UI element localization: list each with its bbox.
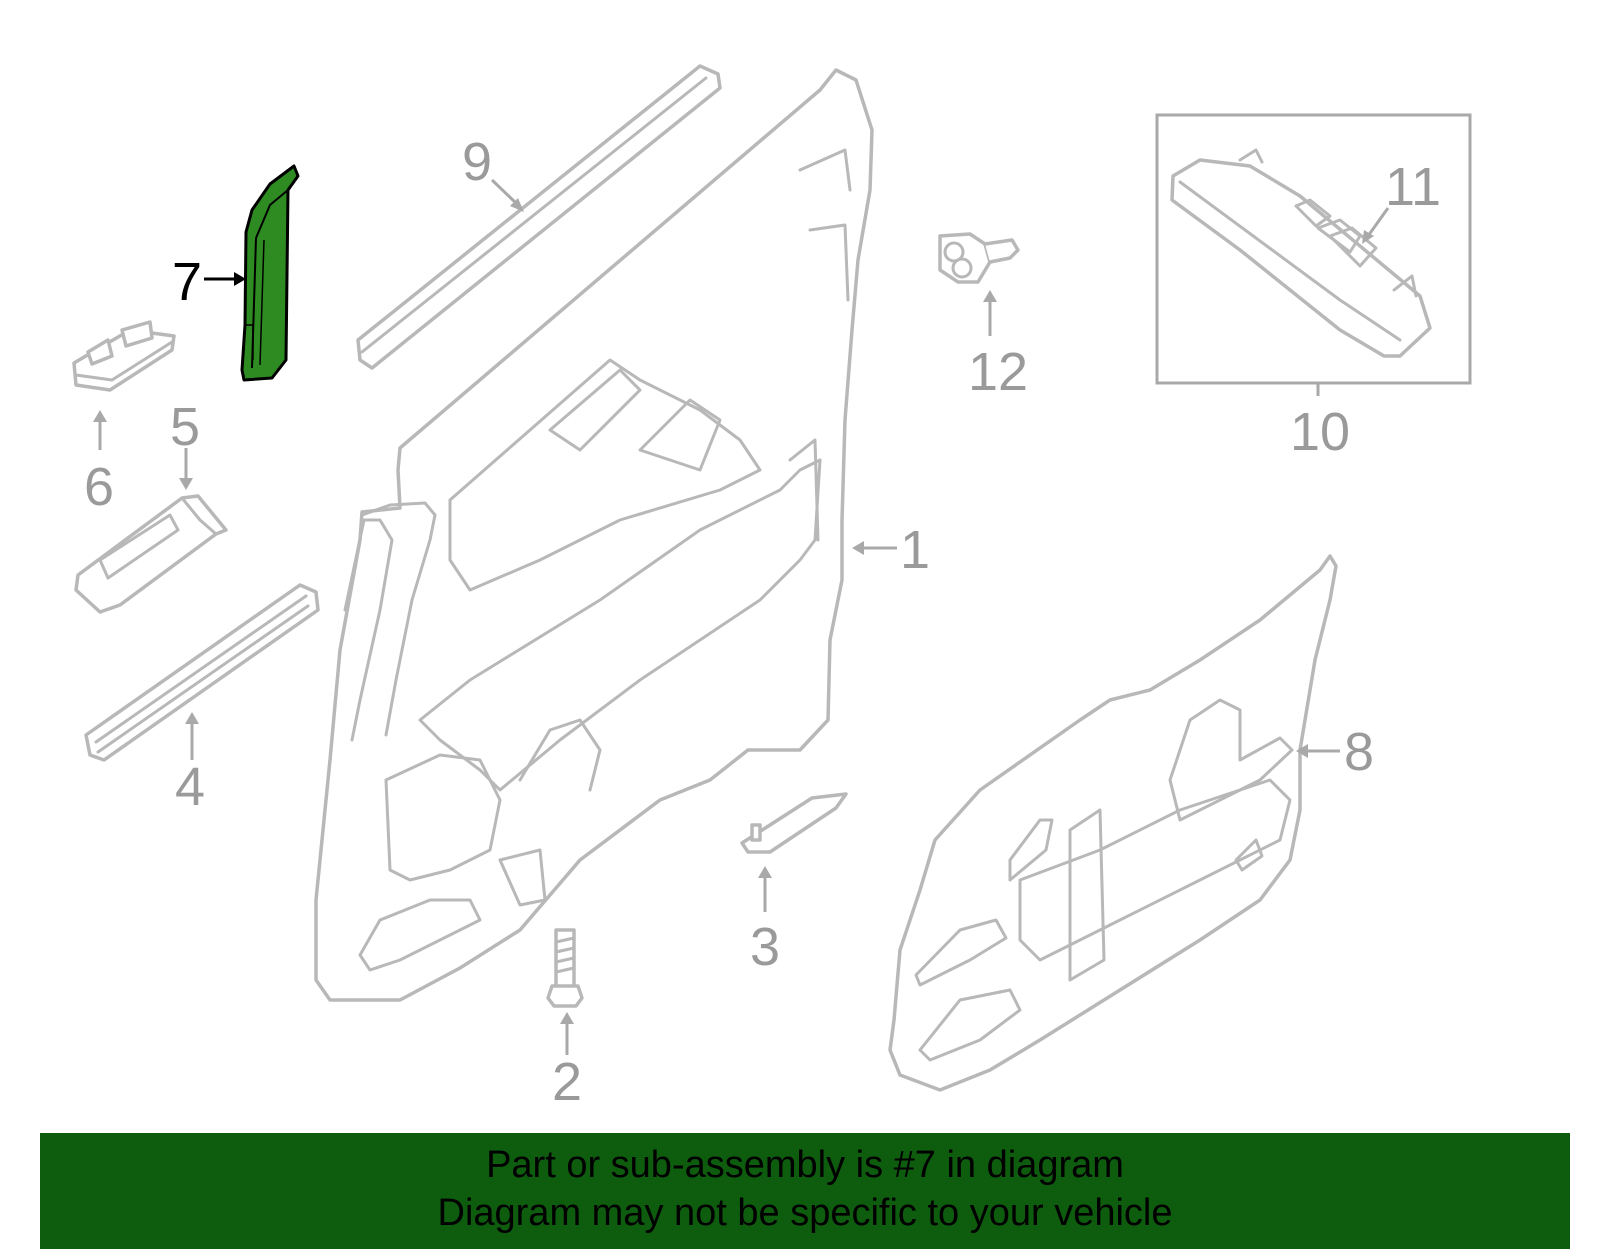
part-6-window-switch[interactable]	[72, 320, 176, 392]
callout-10: 10	[1290, 402, 1350, 462]
part-12-clip[interactable]	[938, 232, 1020, 284]
arrow-1	[852, 541, 897, 555]
part-3-bracket[interactable]	[740, 792, 848, 854]
callout-3: 3	[750, 917, 780, 977]
parts-diagram: 9 7 6 5 4 1 12 11 10 8 3 2	[72, 64, 1472, 1112]
part-4-armrest-strip[interactable]	[84, 583, 320, 762]
callout-12: 12	[968, 342, 1028, 402]
part-11-bulb[interactable]	[1316, 218, 1362, 254]
callout-8: 8	[1344, 722, 1374, 782]
arrow-9	[490, 178, 524, 212]
callout-11: 11	[1385, 157, 1441, 217]
callout-6: 6	[84, 457, 114, 517]
info-banner: Part or sub-assembly is #7 in diagram Di…	[40, 1133, 1570, 1249]
arrow-11	[1362, 207, 1390, 244]
banner-line-1: Part or sub-assembly is #7 in diagram	[486, 1144, 1124, 1186]
arrow-12	[983, 290, 997, 336]
arrow-7	[204, 272, 246, 286]
part-5-switch-bezel[interactable]	[74, 494, 228, 614]
banner-line-2: Diagram may not be specific to your vehi…	[437, 1192, 1173, 1234]
part-10-assembly-box[interactable]	[1155, 113, 1472, 385]
callout-4: 4	[175, 757, 205, 817]
part-7-fill	[240, 164, 300, 382]
callout-9: 9	[462, 132, 492, 192]
arrow-5	[179, 448, 193, 490]
callout-7: 7	[172, 252, 202, 312]
part-9-weatherstrip[interactable]	[356, 64, 722, 370]
arrow-3	[758, 866, 772, 912]
arrow-6	[93, 410, 107, 450]
callout-1: 1	[900, 520, 930, 580]
part-8-door-panel[interactable]	[888, 554, 1338, 1092]
part-1-door-trim-panel[interactable]	[314, 68, 874, 1002]
callout-5: 5	[170, 397, 200, 457]
arrow-4	[185, 712, 199, 760]
callout-2: 2	[552, 1052, 582, 1112]
part-7-highlighted[interactable]	[240, 164, 300, 382]
arrow-2	[560, 1012, 574, 1055]
arrow-8	[1296, 744, 1340, 758]
part-2-bolt[interactable]	[546, 928, 584, 1008]
